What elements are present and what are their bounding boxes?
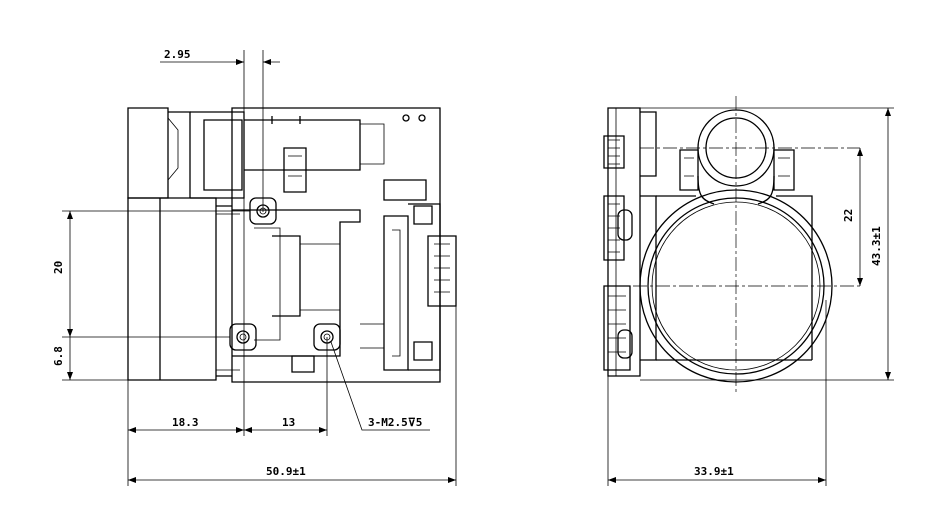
side-view: 2.95 20 6.8 18.3 13 3-M2.5⊽5 50.9±1	[52, 48, 457, 486]
dim-33.9: 33.9±1	[694, 465, 734, 478]
dim-22: 22	[842, 209, 855, 222]
hole-callout: 3-M2.5⊽5	[368, 416, 422, 429]
dim-50.9: 50.9±1	[266, 465, 306, 478]
side-screw-hole-bottom-left	[229, 323, 257, 351]
dim-20: 20	[52, 261, 65, 274]
dim-43.3: 43.3±1	[870, 226, 883, 266]
side-upper-block	[127, 107, 169, 199]
dim-13: 13	[282, 416, 295, 429]
front-view: 22 43.3±1 33.9±1	[603, 96, 894, 486]
dim-18.3: 18.3	[172, 416, 199, 429]
dim-2.95: 2.95	[164, 48, 191, 61]
side-lens-housing	[127, 197, 217, 381]
front-pcb-left	[607, 107, 641, 377]
dim-6.8: 6.8	[52, 346, 65, 366]
side-connector	[383, 215, 409, 371]
side-main-body	[231, 107, 441, 383]
